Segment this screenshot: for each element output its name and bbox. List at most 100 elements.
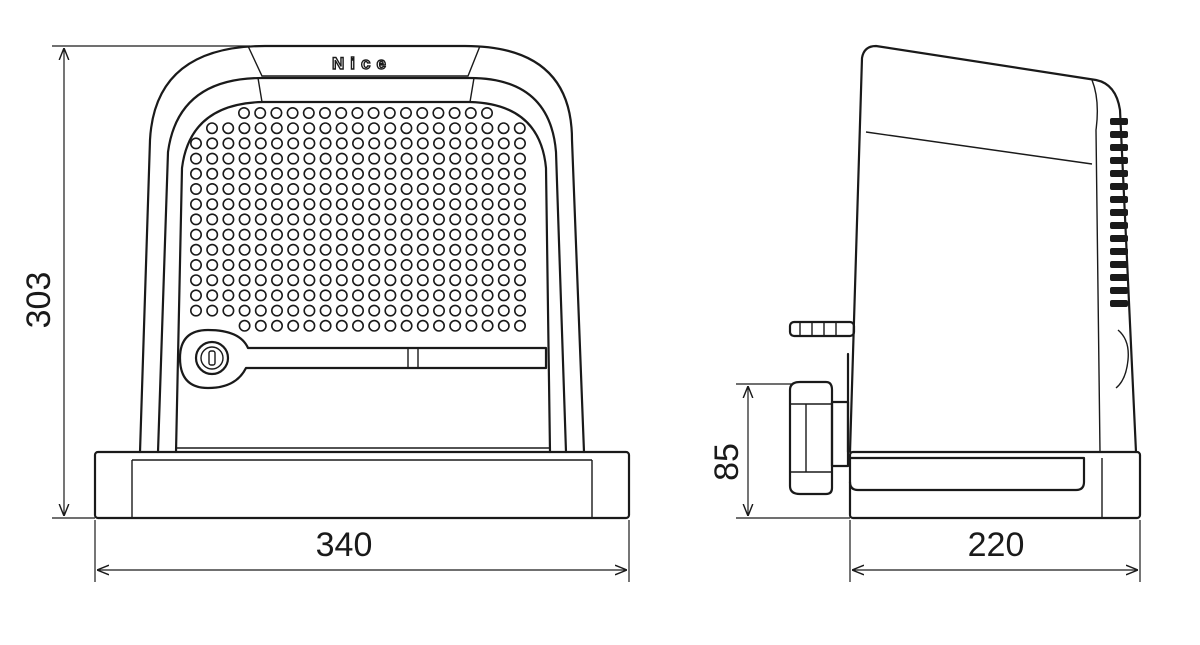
grille-hole xyxy=(384,198,397,211)
grille-hole xyxy=(254,289,267,302)
grille-hole xyxy=(270,198,283,211)
grille-hole xyxy=(400,243,413,256)
grille-hole xyxy=(319,304,332,317)
grille-hole xyxy=(222,198,235,211)
grille-hole xyxy=(335,167,348,180)
vent-fin xyxy=(1110,248,1128,255)
grille-hole xyxy=(206,167,219,180)
grille-hole xyxy=(465,137,478,150)
vent-fin xyxy=(1110,183,1128,190)
grille-hole xyxy=(351,304,364,317)
grille-hole xyxy=(254,198,267,211)
grille-hole xyxy=(513,304,526,317)
grille-hole xyxy=(448,107,461,120)
grille-hole xyxy=(384,274,397,287)
grille-hole xyxy=(222,228,235,241)
grille-hole xyxy=(254,319,267,332)
grille-hole xyxy=(384,304,397,317)
grille-hole xyxy=(384,152,397,165)
grille-hole xyxy=(319,213,332,226)
grille-hole xyxy=(303,183,316,196)
grille-hole xyxy=(270,258,283,271)
vent-fin xyxy=(1110,235,1128,242)
grille-hole xyxy=(351,258,364,271)
grille-hole xyxy=(416,167,429,180)
grille-hole xyxy=(497,152,510,165)
grille-hole xyxy=(270,152,283,165)
mounting-bolt xyxy=(788,320,856,338)
grille-hole xyxy=(303,319,316,332)
grille-hole xyxy=(206,183,219,196)
grille-hole xyxy=(416,213,429,226)
brand-logo-text: Nice xyxy=(332,54,392,73)
grille-hole xyxy=(449,198,462,211)
grille-hole xyxy=(449,183,462,196)
grille-hole xyxy=(222,213,235,226)
grille-hole xyxy=(254,183,267,196)
grille-hole xyxy=(465,304,478,317)
grille-hole xyxy=(449,319,462,332)
grille-hole xyxy=(513,243,526,256)
grille-hole xyxy=(449,167,462,180)
grille-hole xyxy=(367,107,380,120)
grille-hole xyxy=(270,243,283,256)
grille-hole xyxy=(335,107,348,120)
grille-hole xyxy=(303,137,316,150)
grille-hole xyxy=(190,167,203,180)
grille-hole xyxy=(432,183,445,196)
grille-hole xyxy=(222,137,235,150)
grille-hole xyxy=(254,167,267,180)
grille-hole xyxy=(368,319,381,332)
grille-panel xyxy=(174,100,552,454)
grille-hole xyxy=(384,289,397,302)
vent-fin xyxy=(1110,274,1128,281)
grille-hole xyxy=(368,243,381,256)
grille-hole xyxy=(238,167,251,180)
grille-hole xyxy=(206,243,219,256)
grille-hole xyxy=(287,274,300,287)
grille-hole xyxy=(449,304,462,317)
grille-hole xyxy=(206,274,219,287)
grille-hole xyxy=(238,243,251,256)
grille-hole xyxy=(319,198,332,211)
grille-hole xyxy=(206,289,219,302)
grille-hole xyxy=(303,198,316,211)
grille-hole xyxy=(319,289,332,302)
grille-hole xyxy=(270,167,283,180)
grille-hole xyxy=(206,152,219,165)
vent-fin xyxy=(1110,261,1128,268)
grille-hole xyxy=(303,122,316,135)
grille-hole xyxy=(497,304,510,317)
grille-hole xyxy=(400,137,413,150)
grille-hole xyxy=(238,137,251,150)
grille-hole xyxy=(465,198,478,211)
grille-hole xyxy=(416,107,429,120)
grille-hole xyxy=(286,107,299,120)
grille-hole xyxy=(432,213,445,226)
grille-hole xyxy=(383,107,396,120)
grille-hole xyxy=(481,122,494,135)
grille-hole xyxy=(449,243,462,256)
grille-hole xyxy=(319,274,332,287)
grille-hole xyxy=(190,198,203,211)
grille-hole xyxy=(319,137,332,150)
grille-hole xyxy=(384,183,397,196)
grille-hole xyxy=(303,274,316,287)
grille-hole xyxy=(497,122,510,135)
side-housing-crease xyxy=(865,131,1093,165)
grille-hole xyxy=(222,122,235,135)
grille-hole xyxy=(400,274,413,287)
grille-hole xyxy=(303,213,316,226)
grille-hole xyxy=(400,289,413,302)
grille-hole xyxy=(497,274,510,287)
grille-hole xyxy=(206,228,219,241)
grille-hole xyxy=(270,137,283,150)
grille-hole xyxy=(303,289,316,302)
grille-hole xyxy=(351,198,364,211)
grille-hole xyxy=(351,183,364,196)
grille-hole xyxy=(190,258,203,271)
grille-hole xyxy=(238,213,251,226)
vent-fin xyxy=(1110,170,1128,177)
grille-hole xyxy=(449,228,462,241)
